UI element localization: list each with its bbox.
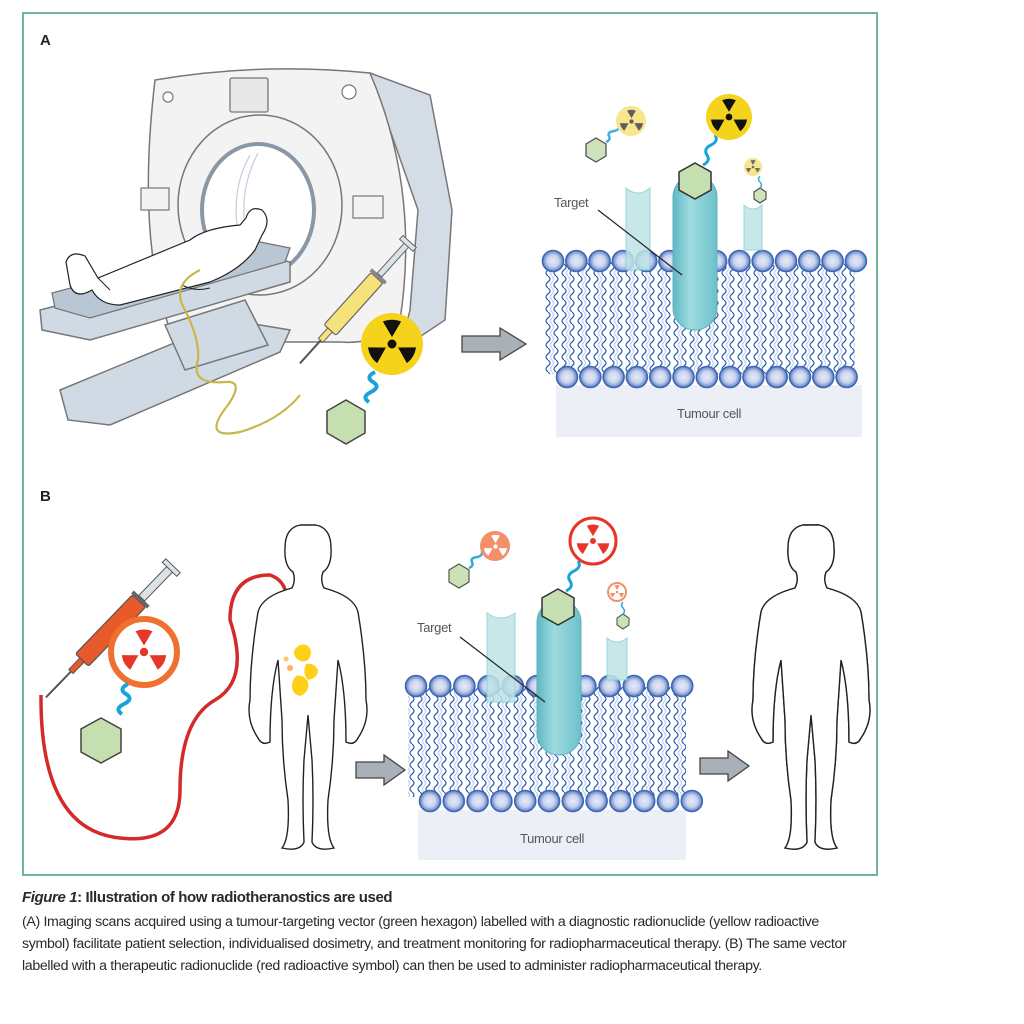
vector-hexagon <box>326 399 366 445</box>
radioactive-symbol-diagnostic-large <box>361 313 423 375</box>
phospholipid-head <box>625 365 649 389</box>
phospholipid-head <box>541 249 565 273</box>
caption-body: (A) Imaging scans acquired using a tumou… <box>22 914 847 974</box>
caption-title: Figure 1: Illustration of how radiothera… <box>22 888 862 908</box>
figure-caption: Figure 1: Illustration of how radiothera… <box>22 888 862 977</box>
phospholipid-head <box>844 249 868 273</box>
iv-line <box>178 269 301 435</box>
phospholipid-head <box>797 249 821 273</box>
phospholipid-head <box>537 789 561 813</box>
phospholipid-head <box>442 789 466 813</box>
caption-title-text: : Illustration of how radiotheranostics … <box>77 889 393 906</box>
phospholipid-head <box>404 674 428 698</box>
human-body-after-therapy <box>751 524 871 850</box>
receptor-small <box>486 612 628 703</box>
phospholipid-head <box>490 789 513 813</box>
tumour-cell-membrane: Tumour cell <box>541 249 868 437</box>
bound-radioligand <box>678 94 752 200</box>
phospholipid-head <box>774 249 798 273</box>
phospholipid-head <box>564 249 588 273</box>
phospholipid-head <box>728 249 751 273</box>
panel-label-b: B <box>40 488 51 505</box>
phospholipid-head <box>609 789 632 813</box>
phospholipid-head <box>555 365 579 389</box>
phospholipid-head <box>632 789 656 813</box>
target-pointer <box>597 209 683 276</box>
phospholipid-head <box>680 789 704 813</box>
phospholipid-head <box>765 365 789 389</box>
panel-b: Tumour cell Target <box>39 516 871 860</box>
phospholipid-head <box>656 789 680 813</box>
phospholipid-head <box>742 365 765 389</box>
phospholipid-head <box>788 365 812 389</box>
iv-line <box>39 573 289 841</box>
linker <box>363 370 379 404</box>
phospholipid-head <box>646 674 670 698</box>
phospholipid-head <box>622 674 646 698</box>
free-radioligand <box>448 531 630 630</box>
patient-figure <box>65 208 268 306</box>
target-label: Target <box>417 620 452 635</box>
phospholipid-head <box>648 365 672 389</box>
phospholipid-head <box>751 249 775 273</box>
phospholipid-head <box>585 789 608 813</box>
receptor-small <box>625 186 763 271</box>
target-label: Target <box>554 195 589 210</box>
phospholipid-head <box>466 789 489 813</box>
phospholipid-head <box>695 365 719 389</box>
panel-label-a: A <box>40 32 51 49</box>
phospholipid-head <box>428 674 452 698</box>
linker <box>116 682 132 716</box>
tumour-cell-label: Tumour cell <box>677 406 742 421</box>
arrow-right-b1 <box>355 753 407 787</box>
human-body-with-uptake <box>248 524 368 850</box>
phospholipid-head <box>811 365 835 389</box>
phospholipid-head <box>670 674 694 698</box>
caption-figure-label: Figure 1 <box>22 889 78 906</box>
phospholipid-head <box>561 789 585 813</box>
phospholipid-head <box>578 365 602 389</box>
phospholipid-head <box>821 249 844 273</box>
figure-illustration: Tumour cell Target <box>39 68 871 860</box>
panel-a: Tumour cell Target <box>39 68 868 445</box>
phospholipid-head <box>418 789 442 813</box>
phospholipid-head <box>835 365 858 389</box>
phospholipid-head <box>453 674 476 698</box>
phospholipid-head <box>602 365 625 389</box>
bound-radioligand <box>541 516 618 626</box>
phospholipid-head <box>513 789 537 813</box>
arrow-right-b2 <box>699 749 751 783</box>
syringe-therapeutic <box>45 558 181 699</box>
phospholipid-head <box>718 365 742 389</box>
tumour-cell-label: Tumour cell <box>520 831 585 846</box>
radioactive-symbol-therapeutic-large <box>108 616 180 688</box>
free-radioligand <box>585 106 767 204</box>
syringe-diagnostic <box>299 234 418 365</box>
phospholipid-head <box>588 249 611 273</box>
phospholipid-head <box>672 365 695 389</box>
target-pointer <box>459 636 546 703</box>
vector-hexagon <box>80 717 122 764</box>
arrow-right-a <box>461 326 528 362</box>
